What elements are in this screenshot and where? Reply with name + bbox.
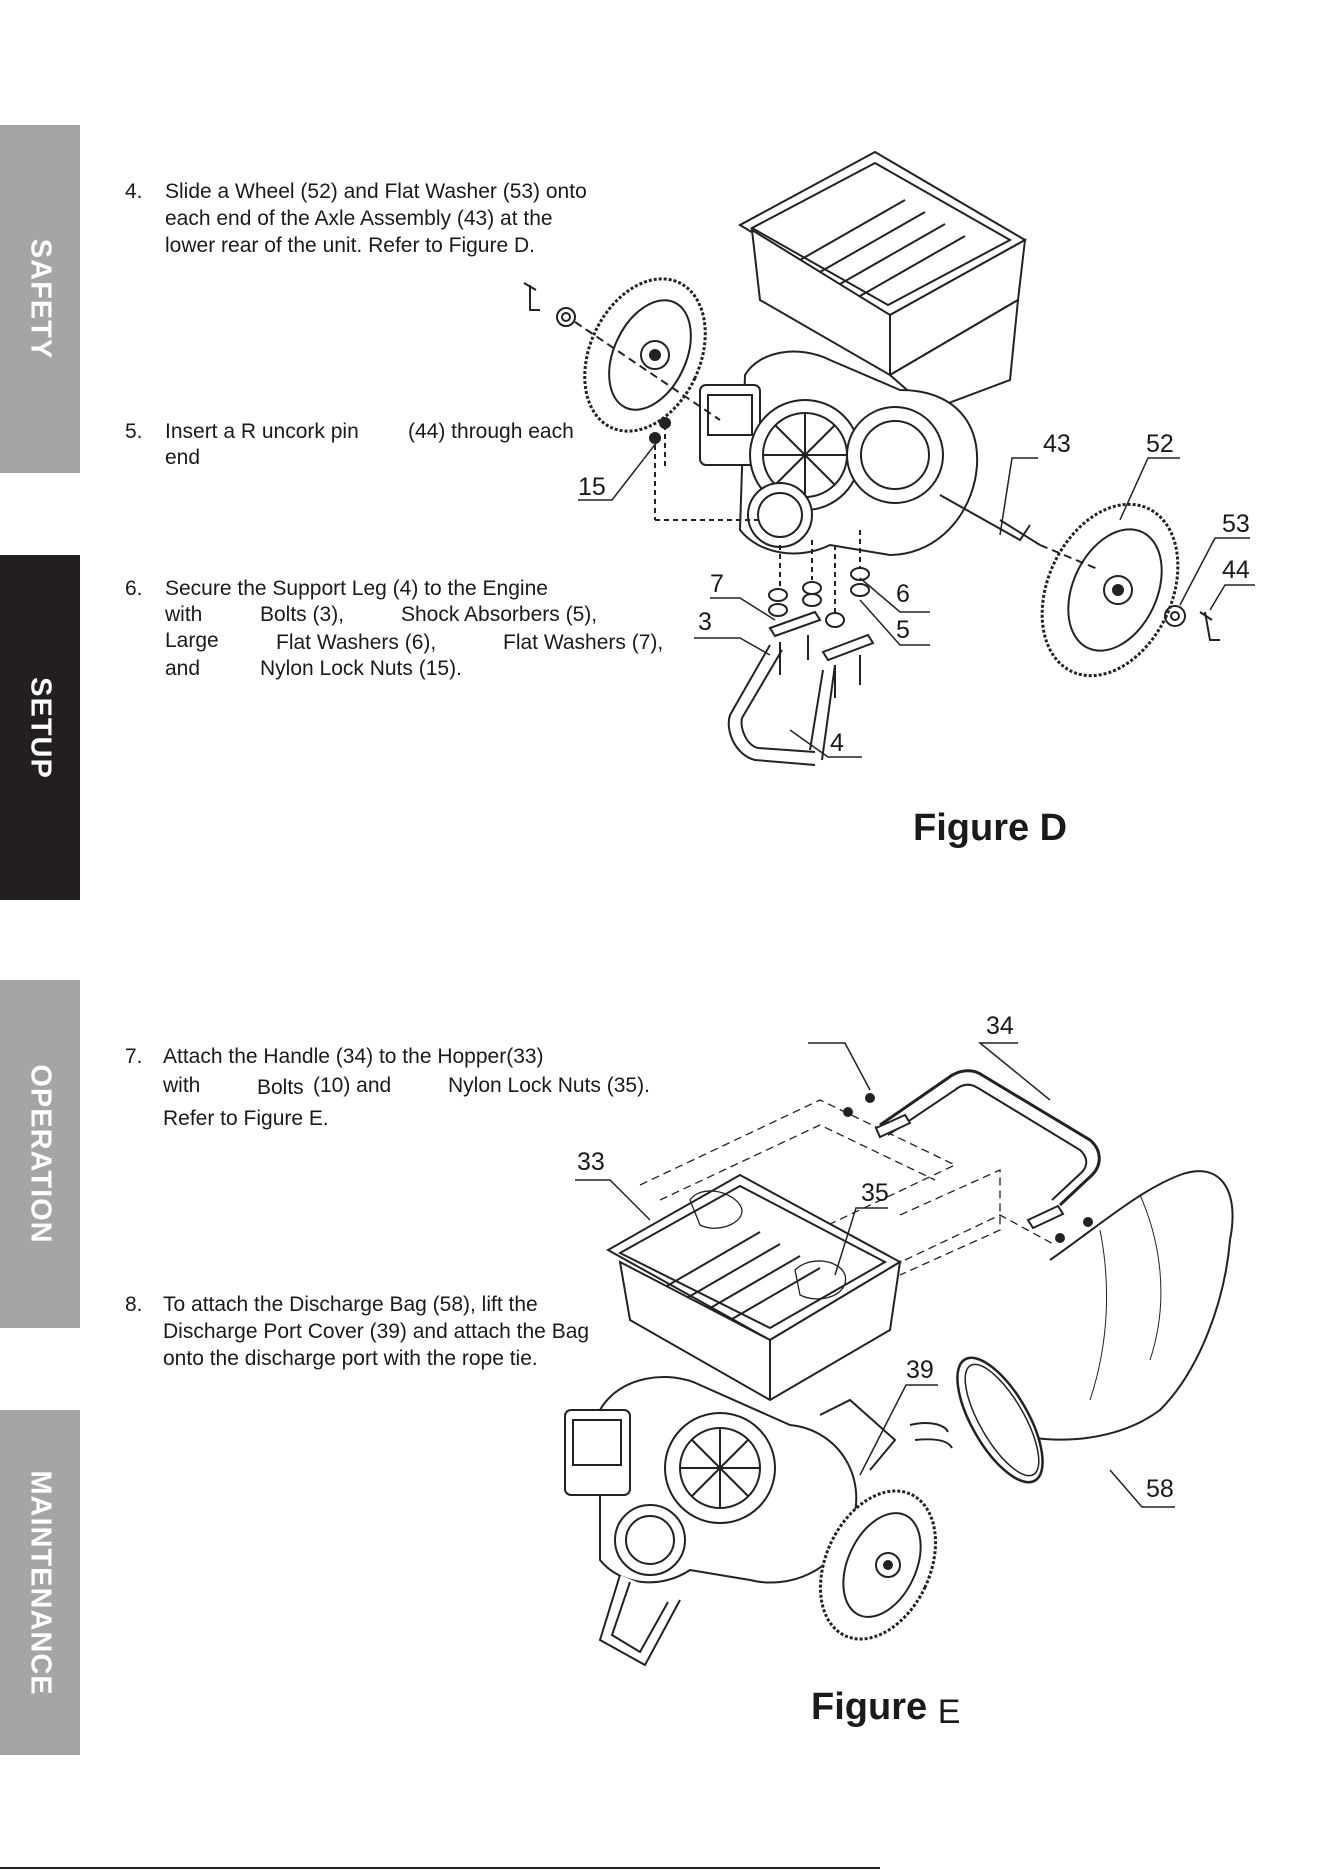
figure-e-discharge-bag [909,1170,1234,1484]
step-5-number: 5. [125,420,143,443]
step-7-line-1: Attach the Handle (34) to the Hopper(33) [163,1045,544,1068]
step-6-with: with [165,603,203,626]
step-4-number: 4. [125,180,143,203]
callout-15: 15 [578,473,606,501]
step-6-nylon-lock-nuts: Nylon Lock Nuts (15). [260,657,462,680]
step-6-number: 6. [125,577,143,600]
figure-d-leader-lines [578,437,1255,758]
step-4-line-3: lower rear of the unit. Refer to Figure … [165,234,535,257]
callout-35: 35 [861,1179,889,1207]
step-8-text: To attach the Discharge Bag (58), lift t… [163,1291,589,1372]
callout-43: 43 [1043,430,1071,458]
tab-operation[interactable]: OPERATION [0,980,80,1328]
callout-4: 4 [830,729,844,757]
step-7-line-3: Refer to Figure E. [163,1107,329,1130]
callout-33: 33 [577,1148,605,1176]
figure-e-title: Figure E [811,1686,961,1731]
step-7-nylon-lock-nuts: Nylon Lock Nuts (35). [448,1074,650,1097]
tab-maintenance[interactable]: MAINTENANCE [0,1410,80,1755]
callout-7: 7 [710,570,724,598]
figure-e-hopper [605,1173,903,1402]
step-7-number: 7. [125,1045,143,1068]
step-6-shock-absorbers: Shock Absorbers (5), [401,603,598,626]
step-6-and: and [165,657,201,680]
callout-53: 53 [1222,510,1250,538]
figure-d-right-wheel [1039,502,1220,678]
step-8-line-3: onto the discharge port with the rope ti… [163,1347,538,1370]
step-8-line-1: To attach the Discharge Bag (58), lift t… [163,1293,538,1316]
figure-d-engine [699,350,1041,557]
figure-d-hardware [649,417,875,698]
figure-e-title-word: Figure [811,1686,928,1728]
step-4-text: Slide a Wheel (52) and Flat Washer (53) … [165,178,587,259]
step-6-flat-washers-6: Flat Washers (6), [276,631,437,654]
callout-58: 58 [1146,1475,1174,1503]
step-7-bolts: Bolts [257,1076,304,1099]
figure-e-wheel [818,1489,938,1641]
step-7-with: with [163,1074,201,1097]
figure-e-engine [564,1376,897,1584]
callout-44: 44 [1222,556,1250,584]
step-8-number: 8. [125,1293,143,1316]
callout-52: 52 [1146,430,1174,458]
figure-d-title: Figure D [913,807,1068,849]
figure-e-handle [843,1069,1101,1243]
callout-3: 3 [698,608,712,636]
step-4-line-2: each end of the Axle Assembly (43) at th… [165,207,553,230]
step-5-line-1a: Insert a R uncork pin [165,420,359,443]
step-5-line-2: end [165,446,201,469]
step-6-large: Large [165,629,219,652]
callout-5: 5 [896,616,910,644]
figure-e-leader-lines [575,1042,1175,1508]
callout-39: 39 [906,1356,934,1384]
figure-e-title-letter: E [937,1693,961,1731]
step-4-line-1: Slide a Wheel (52) and Flat Washer (53) … [165,180,587,203]
callout-6: 6 [896,580,910,608]
figure-d-left-wheel [523,277,721,433]
figure-e-support-leg [598,1574,681,1667]
step-7-ten-and: (10) and [313,1074,392,1097]
footer-rule [0,1867,880,1869]
figure-d-hopper [737,150,1028,412]
step-6-flat-washers-7: Flat Washers (7), [503,631,664,654]
figure-d-support-leg [727,644,836,766]
tab-safety[interactable]: SAFETY [0,125,80,473]
tab-setup[interactable]: SETUP [0,555,80,900]
step-6-line-1: Secure the Support Leg (4) to the Engine [165,577,548,600]
step-5-line-1b: (44) through each [408,420,574,443]
step-6-bolts: Bolts (3), [260,603,345,626]
callout-34: 34 [986,1012,1014,1040]
step-8-line-2: Discharge Port Cover (39) and attach the… [163,1320,590,1343]
